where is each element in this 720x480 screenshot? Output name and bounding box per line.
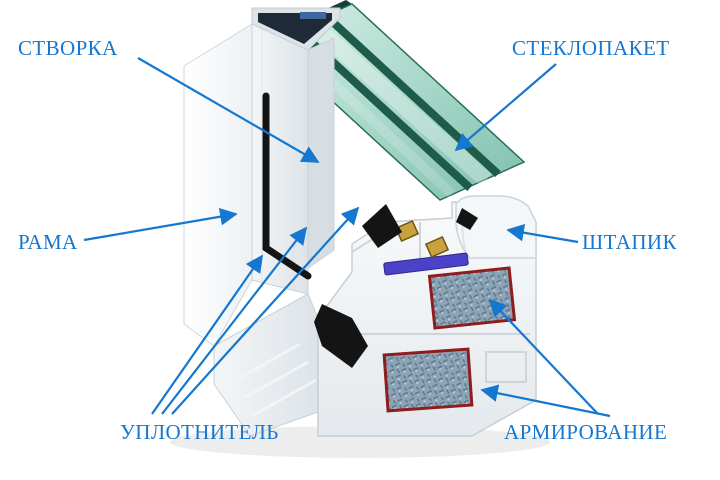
glass-highlight	[304, 16, 492, 186]
glazing-support-bridge	[383, 252, 469, 276]
sash-step-face	[307, 37, 335, 269]
frame-left-face	[183, 23, 253, 347]
glazing-bead	[455, 195, 537, 259]
label-reinforcement: АРМИРОВАНИЕ	[504, 420, 668, 444]
label-sash: СТВОРКА	[18, 36, 118, 60]
arrow-seal-3	[171, 206, 360, 415]
glazing-seal-right	[456, 208, 478, 230]
arrow-reinforcement-2	[480, 384, 611, 418]
reinforcement-upper	[427, 266, 517, 330]
arrow-seal-1	[151, 254, 264, 415]
arrow-glazing-bead	[506, 224, 579, 244]
arrow-glazing-unit	[454, 63, 557, 152]
spacer-bar	[424, 235, 450, 259]
profile-top-chamber	[258, 13, 332, 44]
top-steel-insert	[300, 12, 326, 19]
spacer-bar	[394, 219, 420, 243]
seals	[262, 92, 478, 368]
arrow-reinforcement-1	[488, 298, 599, 415]
reinforcement-lower-steel	[382, 347, 474, 413]
arrow-sash	[137, 57, 320, 163]
bottom-ribs	[235, 342, 317, 418]
reinforcement-lower	[382, 347, 474, 413]
arrow-seal-2	[161, 226, 308, 415]
arrow-frame	[83, 207, 238, 242]
label-seal: УПЛОТНИТЕЛЬ	[120, 420, 279, 444]
small-chamber	[485, 351, 527, 383]
reinforcement-upper-steel	[427, 266, 517, 330]
vertical-profile	[183, 7, 341, 347]
seal-channel	[262, 92, 312, 280]
label-glazing-bead: ШТАПИК	[582, 230, 677, 254]
label-glazing-unit: СТЕКЛОПАКЕТ	[512, 36, 670, 60]
bottom-profile	[213, 195, 537, 437]
callout-arrows	[83, 57, 611, 418]
label-frame: РАМА	[18, 230, 78, 254]
central-seal	[314, 304, 368, 368]
glazing-seal-left	[362, 204, 402, 248]
